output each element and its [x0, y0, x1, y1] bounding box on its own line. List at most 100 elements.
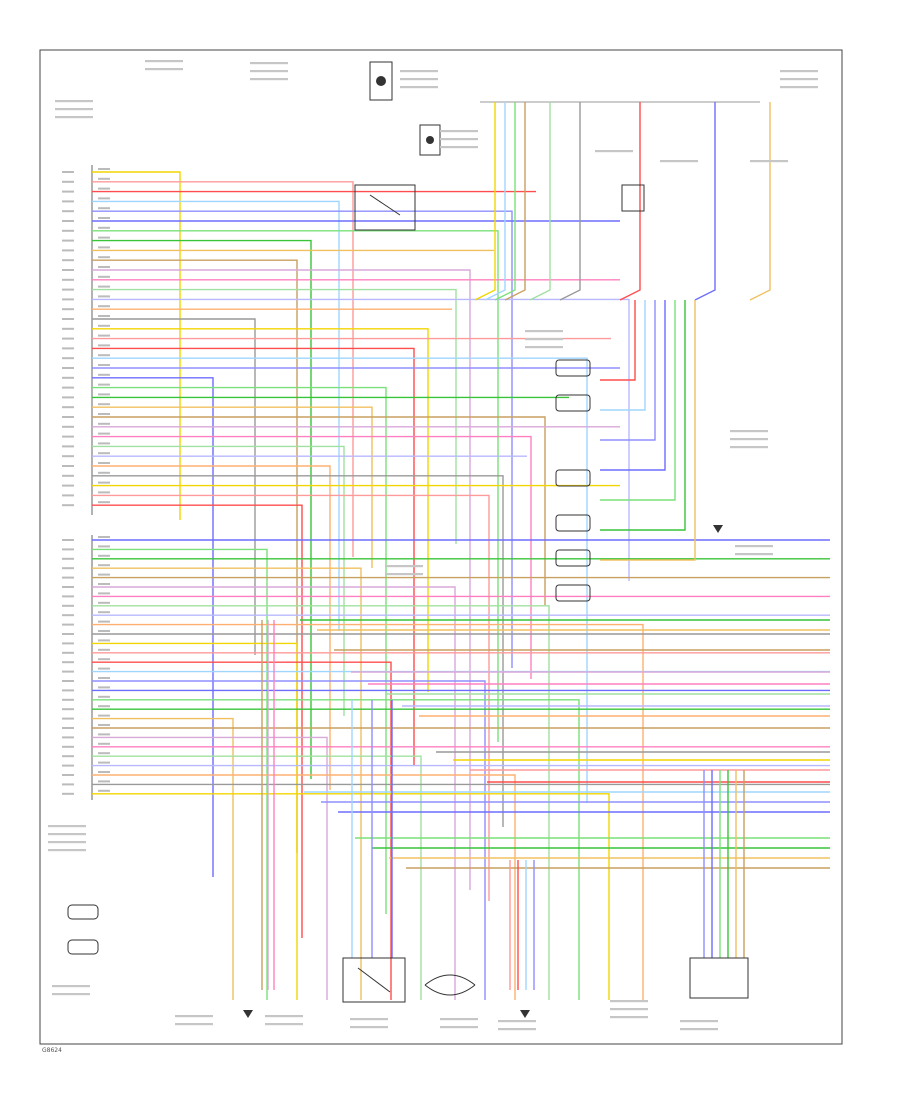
pin-label-mark: [98, 187, 110, 190]
footer-code: G8624: [42, 1047, 62, 1054]
speed-sensor-bottom: [424, 974, 476, 996]
label-mark: [52, 985, 90, 988]
ecm-wire: [92, 357, 588, 803]
pin-label-mark: [62, 200, 74, 203]
pin-label-mark: [98, 432, 110, 435]
fuse-feed: [600, 300, 646, 411]
wire-harness: [92, 101, 830, 1000]
ecm-wire: [92, 200, 340, 631]
label-mark: [350, 1026, 388, 1029]
ecm-wire: [92, 793, 610, 1000]
ecm-wire: [92, 774, 516, 1000]
label-mark: [660, 160, 698, 163]
pin-label-mark: [98, 554, 110, 557]
pin-label-mark: [62, 278, 74, 281]
pin-label-mark: [98, 658, 110, 661]
pin-label-mark: [98, 714, 110, 717]
pin-label-mark: [62, 670, 74, 673]
pin-label-mark: [62, 764, 74, 767]
pin-label-mark: [62, 595, 74, 598]
pin-label-mark: [62, 269, 74, 271]
pin-label-mark: [98, 601, 110, 604]
pin-label-mark: [98, 207, 110, 210]
label-mark: [250, 62, 288, 65]
pin-label-mark: [98, 695, 110, 698]
ecm-wire: [92, 288, 457, 544]
pin-label-mark: [98, 452, 110, 455]
label-mark: [250, 78, 288, 81]
label-mark: [525, 338, 563, 341]
label-mark: [350, 1018, 388, 1021]
pin-label-mark: [62, 445, 74, 448]
pin-label-mark: [62, 494, 74, 497]
pin-label-mark: [98, 639, 110, 642]
pin-label-mark: [98, 462, 110, 464]
label-mark: [780, 70, 818, 73]
pin-label-mark: [98, 354, 110, 357]
pin-label-mark: [62, 347, 74, 350]
pin-label-mark: [62, 557, 74, 560]
label-mark: [55, 108, 93, 111]
pin-label-mark: [98, 217, 110, 219]
label-mark: [48, 825, 86, 828]
label-mark: [265, 1023, 303, 1026]
pin-label-mark: [98, 305, 110, 308]
pin-label-mark: [62, 249, 74, 252]
pin-label-mark: [98, 592, 110, 595]
ecm-wire: [92, 699, 580, 1000]
pin-label-mark: [62, 623, 74, 626]
pin-label-mark: [98, 246, 110, 249]
pin-label-mark: [62, 717, 74, 720]
pin-label-mark: [98, 481, 110, 484]
label-mark: [250, 70, 288, 73]
label-mark: [385, 573, 423, 576]
bus-drop: [749, 102, 771, 301]
pin-label-mark: [98, 324, 110, 327]
ecm-wire: [92, 210, 513, 668]
pin-label-mark: [98, 422, 110, 425]
ecm-wire: [92, 406, 373, 568]
sensor-left-bottom: [67, 904, 99, 955]
pin-label-mark: [98, 705, 110, 708]
pin-label-mark: [62, 210, 74, 213]
ground-symbols: [243, 525, 723, 1018]
pin-label-mark: [62, 755, 74, 758]
pin-label-mark: [98, 334, 110, 337]
bus-drop: [529, 102, 551, 301]
pin-label-mark: [62, 774, 74, 776]
label-mark: [680, 1020, 718, 1023]
pin-label-mark: [98, 501, 110, 504]
top-component-fuse: [369, 61, 393, 101]
pin-label-mark: [98, 733, 110, 736]
pin-label-mark: [98, 285, 110, 288]
pin-label-mark: [98, 364, 110, 366]
bus-drop: [559, 102, 581, 301]
pin-label-mark: [98, 236, 110, 239]
pin-label-mark: [62, 792, 74, 795]
label-mark: [780, 78, 818, 81]
ecm-wire: [92, 504, 303, 938]
ecm-wire: [92, 259, 298, 853]
label-mark: [610, 1016, 648, 1019]
label-mark: [440, 146, 478, 149]
label-mark: [750, 160, 788, 163]
pin-label-mark: [98, 583, 110, 585]
pin-label-mark: [62, 474, 74, 477]
ecm-wire: [92, 181, 354, 557]
connector-bottom-right: [689, 957, 749, 999]
label-mark: [400, 78, 438, 81]
label-mark: [780, 86, 818, 89]
pin-label-mark: [62, 367, 74, 369]
label-mark: [525, 330, 563, 333]
pin-label-mark: [98, 266, 110, 268]
ecm-wire: [92, 171, 181, 520]
ecm-wire: [92, 298, 630, 581]
pin-label-mark: [62, 171, 74, 173]
pin-label-mark: [98, 275, 110, 278]
pin-label-mark: [98, 491, 110, 494]
pin-label-mark: [62, 567, 74, 570]
label-mark: [385, 565, 423, 568]
pin-label-mark: [98, 393, 110, 396]
pin-label-mark: [98, 536, 110, 538]
pin-label-mark: [98, 545, 110, 548]
